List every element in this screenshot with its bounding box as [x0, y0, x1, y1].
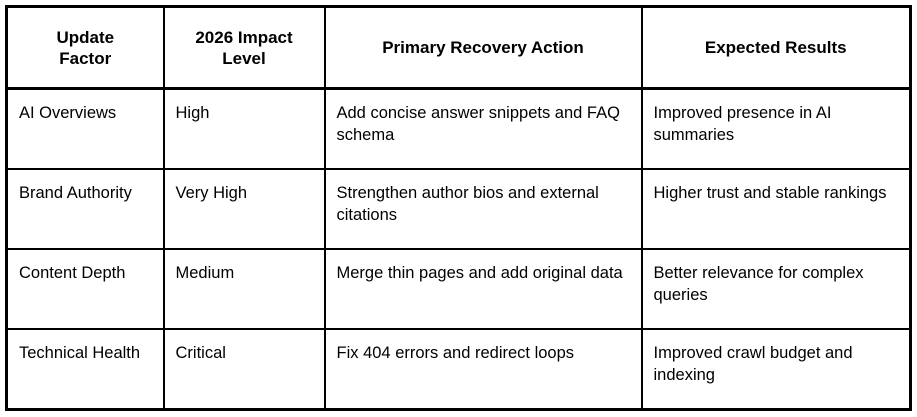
cell-primary-recovery-action: Add concise answer snippets and FAQ sche…: [324, 88, 643, 170]
table-row: AI Overviews High Add concise answer sni…: [6, 88, 911, 170]
cell-impact-level: High: [163, 88, 326, 170]
cell-expected-results: Higher trust and stable rankings: [641, 168, 911, 251]
cell-primary-recovery-action: Merge thin pages and add original data: [324, 249, 643, 331]
column-header-line: Factor: [59, 48, 112, 68]
column-header-primary-recovery-action: Primary Recovery Action: [324, 6, 643, 90]
column-header-line: 2026 Impact: [195, 27, 293, 47]
column-header-update-factor: Update Factor: [6, 6, 165, 90]
cell-impact-level: Very High: [163, 168, 326, 251]
seo-update-factors-table: Update Factor 2026 Impact Level Primary …: [5, 5, 912, 411]
cell-expected-results: Better relevance for complex queries: [641, 249, 911, 331]
table-container: Update Factor 2026 Impact Level Primary …: [5, 5, 912, 411]
table-header: Update Factor 2026 Impact Level Primary …: [6, 6, 911, 90]
column-header-expected-results: Expected Results: [641, 6, 911, 90]
column-header-line: Expected Results: [704, 38, 847, 57]
table-header-row: Update Factor 2026 Impact Level Primary …: [6, 6, 911, 90]
cell-impact-level: Medium: [163, 249, 326, 331]
cell-update-factor: Content Depth: [6, 249, 165, 331]
cell-update-factor: AI Overviews: [6, 88, 165, 170]
column-header-line: Level: [222, 48, 266, 68]
column-header-line: Primary Recovery Action: [382, 38, 584, 57]
cell-update-factor: Technical Health: [6, 329, 165, 410]
table-row: Technical Health Critical Fix 404 errors…: [6, 329, 911, 410]
cell-expected-results: Improved crawl budget and indexing: [653, 344, 853, 385]
cell-primary-recovery-action: Strengthen author bios and external cita…: [324, 168, 643, 251]
column-header-line: Update: [56, 27, 115, 47]
cell-expected-results: Improved presence in AI summaries: [641, 88, 911, 170]
cell-update-factor: Brand Authority: [6, 168, 165, 251]
table-row: Content Depth Medium Merge thin pages an…: [6, 249, 911, 331]
cell-primary-recovery-action: Fix 404 errors and redirect loops: [324, 329, 643, 410]
table-body: AI Overviews High Add concise answer sni…: [6, 88, 911, 410]
cell-impact-level: Critical: [163, 329, 326, 410]
column-header-impact-level: 2026 Impact Level: [163, 6, 326, 90]
table-row: Brand Authority Very High Strengthen aut…: [6, 168, 911, 251]
